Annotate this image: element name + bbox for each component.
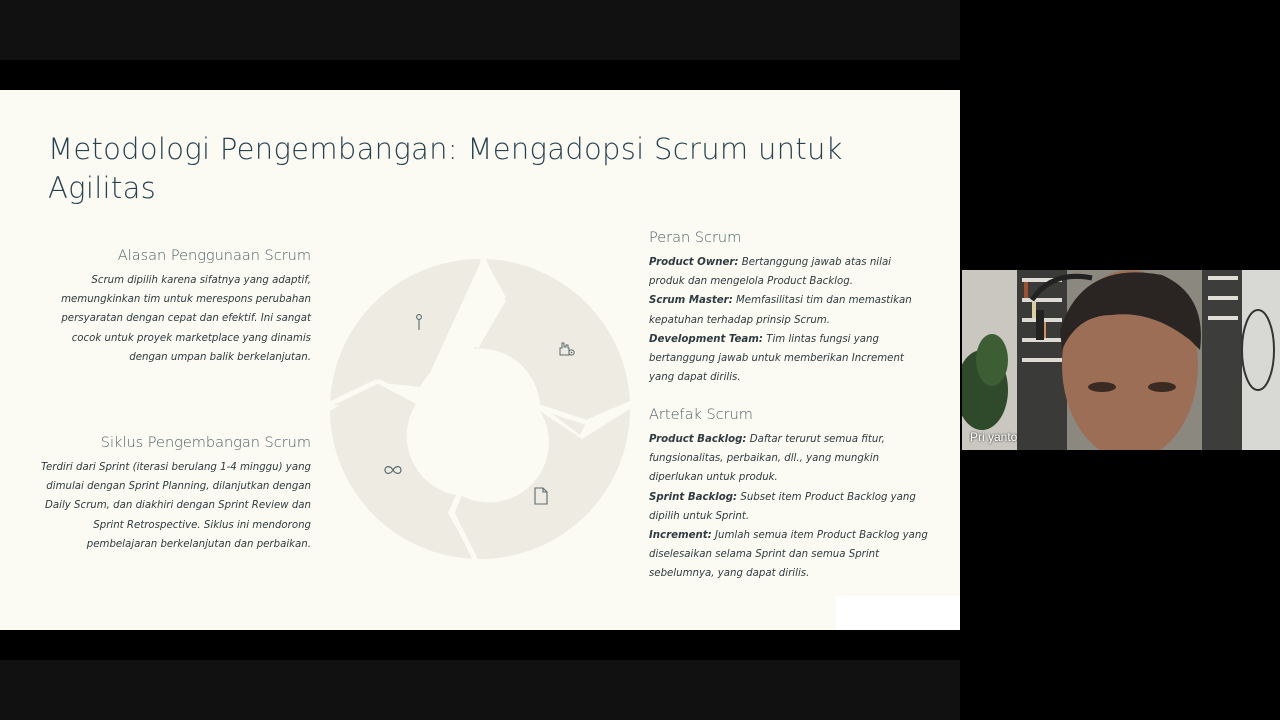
slide-title: Metodologi Pengembangan: Mengadopsi Scru… [48, 132, 843, 205]
artifact-sprint-backlog: Sprint Backlog: Subset item Product Back… [649, 491, 916, 522]
participant-video-feed [962, 270, 1280, 450]
cycle-section: Siklus Pengembangan Scrum Terdiri dari S… [40, 435, 311, 554]
artifacts-heading: Artefak Scrum [649, 407, 753, 423]
cycle-body: Terdiri dari Sprint (iterasi berulang 1-… [41, 462, 311, 550]
hand-gear-icon [559, 342, 575, 356]
cycle-segment-right [474, 259, 630, 435]
role-product-owner: Product Owner: Bertanggung jawab atas ni… [649, 257, 892, 288]
artifact-product-backlog: Product Backlog: Daftar terurut semua fi… [649, 434, 885, 484]
roles-section: Peran Scrum Product Owner: Bertanggung j… [649, 230, 929, 387]
pin-icon [416, 314, 422, 330]
artifact-increment: Increment: Jumlah semua item Product Bac… [649, 530, 928, 580]
document-icon [534, 487, 548, 505]
participant-video-tile[interactable]: Pri yanto [962, 270, 1280, 450]
bottom-letterbox [0, 660, 960, 720]
top-letterbox [0, 0, 960, 60]
reason-heading: Alasan Penggunaan Scrum [117, 248, 311, 264]
cycle-segment-top [330, 258, 482, 405]
role-scrum-master: Scrum Master: Memfasilitasi tim dan mema… [649, 295, 912, 326]
slide-corner-box [836, 596, 960, 630]
scrum-cycle-diagram [326, 257, 633, 563]
roles-heading: Peran Scrum [649, 230, 742, 246]
reason-section: Alasan Penggunaan Scrum Scrum dipilih ka… [40, 248, 311, 367]
presentation-slide: Metodologi Pengembangan: Mengadopsi Scru… [0, 90, 960, 630]
cycle-segment-left [330, 381, 474, 559]
artifacts-section: Artefak Scrum Product Backlog: Daftar te… [649, 407, 929, 584]
infinity-icon [384, 466, 402, 474]
role-development-team: Development Team: Tim lintas fungsi yang… [649, 333, 904, 384]
reason-body: Scrum dipilih karena sifatnya yang adapt… [61, 275, 311, 363]
cycle-segment-bottom [452, 409, 630, 560]
participant-name-label: Pri yanto [970, 430, 1018, 444]
cycle-heading: Siklus Pengembangan Scrum [100, 435, 311, 451]
